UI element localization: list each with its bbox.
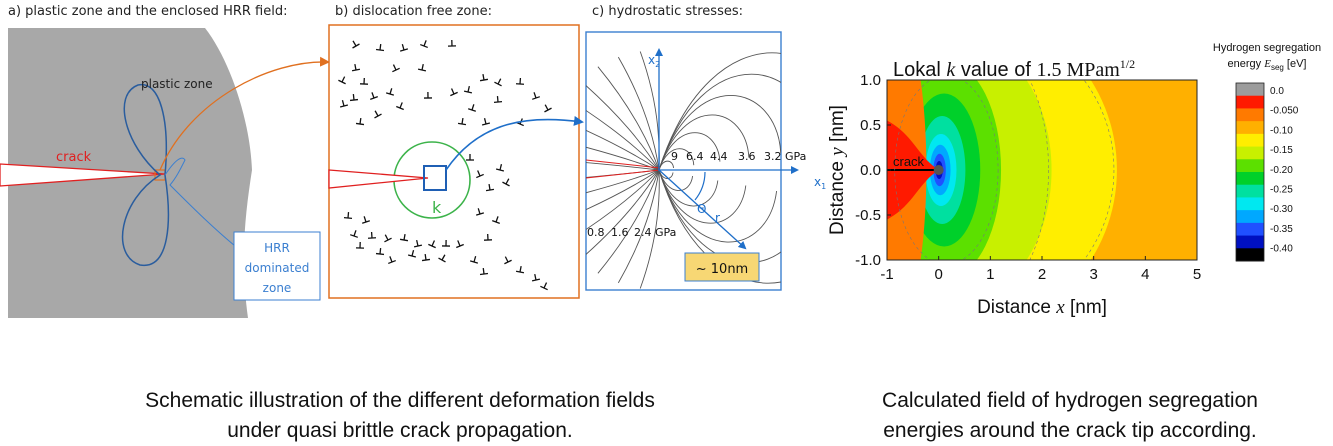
colorbar-swatch — [1236, 236, 1264, 249]
colorbar-swatch — [1236, 108, 1264, 121]
colorbar-level-label: -0.15 — [1270, 145, 1293, 156]
colorbar-level-label: -0.35 — [1270, 224, 1293, 235]
colorbar-swatch — [1236, 134, 1264, 147]
hrr-label-line2: dominated — [245, 261, 310, 275]
colorbar-level-label: -0.40 — [1270, 244, 1293, 255]
right-caption-line1: Calculated field of hydrogen segregation — [830, 386, 1310, 416]
colorbar-swatch — [1236, 172, 1264, 185]
stress-label-0-8: 0.8 — [587, 226, 605, 239]
colorbar-level-label: -0.050 — [1270, 106, 1299, 117]
colorbar-swatch — [1236, 197, 1264, 210]
colorbar-swatch — [1236, 147, 1264, 160]
colorbar-level-label: -0.20 — [1270, 165, 1293, 176]
y-tick-label: -1.0 — [855, 252, 881, 269]
heatmap-chart: -1 0 1 2 3 4 5 1.0 0.5 0.0 -0.5 -1.0 0.0 -0.050 -0.10… — [807, 8, 1299, 332]
colorbar-swatch — [1236, 223, 1264, 236]
left-caption-line2: under quasi brittle crack propagation. — [40, 416, 760, 446]
y-tick-label: 1.0 — [860, 72, 881, 89]
scale-label: ~ 10nm — [696, 262, 748, 277]
panel-b-frame — [329, 25, 579, 298]
crack-label-heatmap: crack — [893, 154, 925, 169]
left-caption: Schematic illustration of the different … — [40, 386, 760, 446]
colorbar-swatch — [1236, 248, 1264, 261]
stress-label-3-2: 3.2 GPa — [764, 150, 806, 163]
y-axis-label: Distance y [nm] — [827, 105, 848, 235]
crack-tip-heatmap — [934, 165, 944, 175]
plastic-zone-label: plastic zone — [141, 77, 213, 91]
right-caption-line2: energies around the crack tip according. — [830, 416, 1310, 446]
stress-label-9: 9 — [671, 150, 678, 163]
colorbar: 0.0 -0.050 -0.10 -0.15 -0.20 -0.25 -0.30 -0.35 -… — [1236, 83, 1299, 262]
x-tick-label: 0 — [934, 266, 942, 283]
theta-label: Θ — [697, 202, 706, 216]
x-tick-label: -1 — [880, 266, 893, 283]
x-tick-label: 1 — [986, 266, 994, 283]
colorbar-swatch — [1236, 185, 1264, 198]
colorbar-level-label: -0.25 — [1270, 185, 1293, 196]
colorbar-swatch — [1236, 121, 1264, 134]
colorbar-swatch — [1236, 159, 1264, 172]
colorbar-swatch — [1236, 83, 1264, 96]
y-tick-label: 0.0 — [860, 162, 881, 179]
x-tick-label: 2 — [1038, 266, 1046, 283]
stress-label-6-4: 6.4 — [686, 150, 704, 163]
colorbar-title-line2: energy Eseg [eV] — [1228, 58, 1307, 72]
x-axis-label: Distance x [nm] — [977, 297, 1107, 318]
colorbar-swatch — [1236, 210, 1264, 223]
crack-label-a: crack — [56, 150, 92, 165]
x-tick-label: 4 — [1141, 266, 1149, 283]
colorbar-level-label: -0.30 — [1270, 204, 1293, 215]
colorbar-title-line1: Hydrogen segregation — [1213, 42, 1321, 54]
stress-label-4-4: 4.4 — [710, 150, 728, 163]
left-caption-line1: Schematic illustration of the different … — [40, 386, 760, 416]
hrr-label-line3: zone — [263, 281, 292, 295]
stress-label-3-6: 3.6 — [738, 150, 756, 163]
x1-axis-label: x1 — [814, 175, 826, 191]
colorbar-level-label: -0.10 — [1270, 125, 1293, 136]
right-caption: Calculated field of hydrogen segregation… — [830, 386, 1310, 446]
stress-label-2-4: 2.4 GPa — [634, 226, 676, 239]
y-tick-label: 0.5 — [860, 117, 881, 134]
x-tick-label: 5 — [1193, 266, 1201, 283]
stress-label-1-6: 1.6 — [611, 226, 629, 239]
hrr-label-line1: HRR — [264, 241, 290, 255]
chart-title: Lokal k value of 1.5 MPam1/2 — [893, 57, 1135, 81]
y-tick-label: -0.5 — [855, 207, 881, 224]
panel-b — [329, 25, 582, 298]
colorbar-swatch — [1236, 96, 1264, 109]
k-label: k — [432, 198, 442, 217]
r-label: r — [715, 211, 720, 225]
x-tick-label: 3 — [1089, 266, 1097, 283]
colorbar-level-label: 0.0 — [1270, 86, 1284, 97]
